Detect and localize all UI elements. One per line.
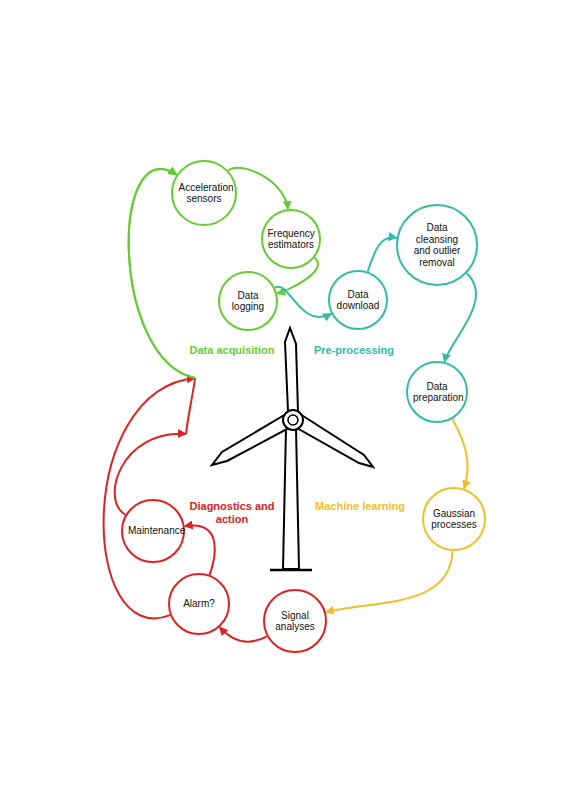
flow-arrow — [104, 169, 195, 618]
flow-curve — [185, 526, 215, 575]
flow-arrow — [368, 238, 397, 272]
process-circle: Gaussian processes — [422, 487, 486, 551]
node-text: Acceleration sensors — [179, 182, 230, 205]
stage-label: Data acquisition — [177, 344, 287, 357]
flow-curve — [275, 287, 332, 317]
hub-center — [288, 415, 298, 425]
node-text: Maintenance — [128, 525, 178, 537]
flow-arrow — [326, 551, 453, 612]
flow-curve — [326, 551, 453, 612]
process-circle: Data preparation — [406, 361, 468, 423]
flow-curve — [129, 169, 195, 378]
stage-label: Diagnostics and action — [182, 500, 282, 526]
flow-curve — [104, 378, 195, 618]
flow-arrow — [452, 419, 467, 489]
node-text: Data preparation — [413, 381, 461, 404]
flow-curve — [368, 238, 397, 272]
process-circle: Frequency estimators — [261, 209, 321, 269]
process-circle: Signal analyses — [263, 589, 327, 653]
flow-curve — [228, 168, 288, 209]
stage-label: Pre-processing — [304, 344, 404, 357]
flow-arrow — [185, 526, 215, 575]
flow-arrow — [220, 627, 267, 642]
node-text: Data logging — [225, 290, 272, 313]
process-circle: Acceleration sensors — [171, 160, 237, 226]
hub — [283, 410, 303, 430]
tower — [283, 428, 299, 569]
tower-base — [270, 569, 312, 572]
node-text: Signal analyses — [270, 610, 320, 633]
node-text: Gaussian processes — [429, 508, 479, 531]
flow-curve — [186, 378, 195, 434]
flow-curve — [452, 419, 467, 489]
flow-arrow — [228, 168, 288, 209]
flow-curve — [129, 169, 195, 378]
node-text: Data download — [335, 289, 382, 312]
node-text: Data cleansing and outlier removal — [408, 222, 467, 268]
flow-curve — [220, 627, 267, 642]
process-circle: Alarm? — [168, 573, 230, 635]
stage-label: Machine learning — [305, 500, 415, 513]
blade — [285, 328, 298, 412]
process-circle: Maintenance — [121, 499, 185, 563]
process-circle: Data cleansing and outlier removal — [396, 204, 478, 286]
process-circle: Data logging — [218, 271, 278, 331]
flow-curve — [115, 434, 186, 515]
blade — [212, 414, 289, 465]
node-text: Frequency estimators — [268, 228, 315, 251]
process-circle: Data download — [328, 270, 388, 330]
blade — [297, 414, 373, 467]
flow-arrow — [275, 287, 332, 317]
flow-curve — [445, 273, 476, 362]
flow-arrow — [445, 273, 476, 362]
flow-arrow — [115, 169, 195, 515]
node-text: Alarm? — [183, 598, 215, 610]
